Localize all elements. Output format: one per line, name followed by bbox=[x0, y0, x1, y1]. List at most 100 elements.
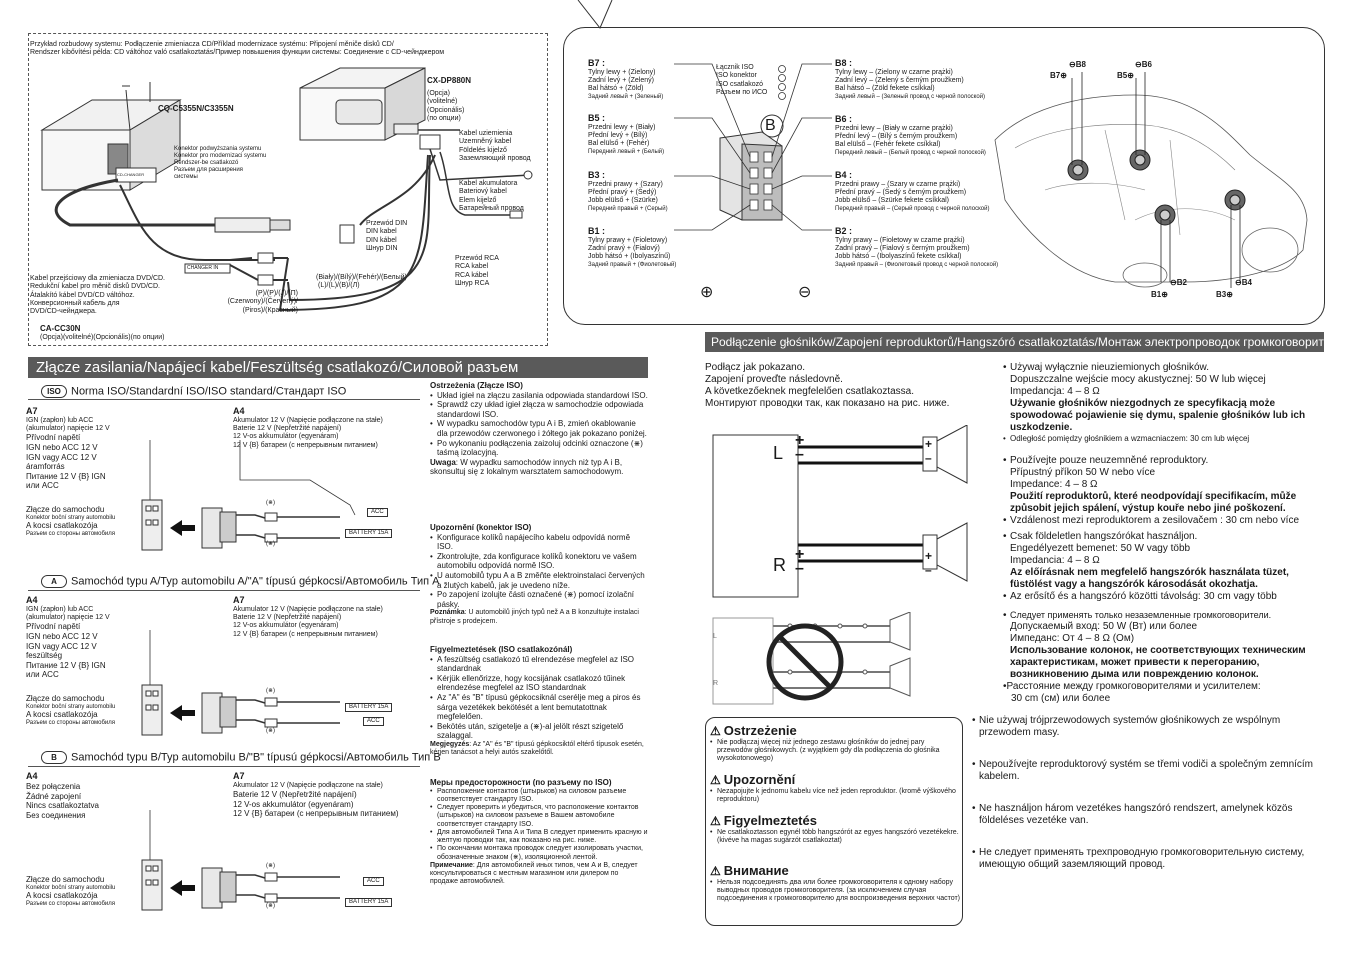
warning-czech: ⚠Upozornění Nezapojujte k jednomu kabelu… bbox=[710, 772, 960, 804]
b7-label: B7 : Tylny lewy + (Zielony) Zadní levý +… bbox=[588, 58, 664, 100]
iso-pill: ISO bbox=[41, 385, 67, 398]
warning-icon: ⚠ bbox=[710, 773, 721, 787]
b2-label: B2 : Tylny prawy – (Fioletowy w czarne p… bbox=[835, 226, 999, 268]
notes-hungarian: Figyelmeztetések (ISO csatlakozónál) A f… bbox=[430, 645, 648, 757]
callout-pointer bbox=[577, 0, 613, 29]
ground-cable-label: Kabel uziemienia Uzemněný kabel Földelés… bbox=[459, 130, 531, 162]
type-a-mark-2: (⋇) bbox=[266, 728, 276, 734]
warning-polish: ⚠Ostrzeżenie Nie podłączaj więcej niż je… bbox=[710, 723, 960, 763]
minus-icon: ⊖ bbox=[798, 284, 812, 301]
notes-polish: Ostrzeżenia (Złącze ISO) Układ igieł na … bbox=[430, 381, 648, 477]
prohibited-three-wire-diagram bbox=[712, 612, 911, 705]
speaker-connection-diagram bbox=[712, 425, 968, 598]
type-b-a7: A7 Akumulator 12 V (Napięcie podłączone … bbox=[233, 771, 399, 819]
system-expansion-box bbox=[28, 33, 548, 346]
battery-cable-label: Kabel akumulatora Bateriový kabel Elem k… bbox=[459, 180, 524, 212]
cd-changer-tag: CD-CHANGER bbox=[117, 172, 145, 177]
changer-in-tag: CHANGER IN bbox=[187, 265, 219, 271]
warning-icon: ⚠ bbox=[710, 864, 721, 878]
din-cable-label: Przewód DIN DIN kabel DIN kábel Шнур DIN bbox=[366, 220, 408, 252]
system-diagram bbox=[40, 67, 533, 312]
mini-right-label: R bbox=[713, 680, 719, 687]
type-a-a4: A4 IGN (zapłon) lub ACC (akumulator) nap… bbox=[26, 595, 110, 680]
right-channel-label: R bbox=[773, 555, 786, 575]
type-a-acc-tag: ACC bbox=[363, 717, 384, 726]
car-b1: B1⊕ bbox=[1151, 290, 1168, 299]
divider bbox=[28, 766, 420, 767]
type-a-car-connector: Złącze do samochodu Konektor boční stran… bbox=[26, 694, 116, 727]
speaker-intro: Podłącz jak pokazano. Zapojení proveďte … bbox=[705, 362, 950, 409]
upgrade-connector-label: Konektor podwyższania systemu Konektor p… bbox=[174, 146, 267, 180]
b8-label: B8 : Tylny lewy – (Zielony w czarne prąż… bbox=[835, 58, 986, 100]
power-connector-header: Złącze zasilania/Napájecí kabel/Feszülts… bbox=[28, 357, 648, 378]
type-a-battery-tag: BATTERY 15A bbox=[345, 703, 393, 712]
left-amp-polarity: +– bbox=[795, 432, 805, 463]
type-a-pill: A bbox=[41, 575, 67, 588]
type-b-a4: A4 Bez połączenia Žádné zapojení Nincs c… bbox=[26, 771, 99, 820]
left-speaker-polarity: +– bbox=[925, 437, 933, 465]
right-amp-polarity: +– bbox=[795, 546, 805, 577]
system-caption: Przykład rozbudowy systemu: Podłączenie … bbox=[30, 41, 445, 57]
iso-car-connector: Złącze do samochodu Konektor boční stran… bbox=[26, 505, 116, 538]
car-b8: ⊖B8 bbox=[1069, 60, 1086, 69]
changer-model: CX-DP880N bbox=[427, 76, 472, 85]
connector-letter: B bbox=[765, 117, 776, 134]
conversion-cable-label: Kabel przejściowy dla zmieniacza DVD/CD.… bbox=[30, 275, 165, 315]
b1-label: B1 : Tylny prawy + (Fioletowy) Zadní pra… bbox=[588, 226, 677, 268]
unit-model: CQ-C5355N/C3355N bbox=[158, 104, 234, 113]
b5-label: B5 : Przedni lewy + (Biały) Přední levý … bbox=[588, 113, 665, 155]
warning-icon: ⚠ bbox=[710, 814, 721, 828]
left-channel-label: L bbox=[773, 443, 784, 463]
car-b2: ⊖B2 bbox=[1170, 278, 1187, 287]
type-b-mark-1: (⋇) bbox=[266, 863, 276, 869]
speaker-specs-russian: Следует применять только незаземленные г… bbox=[1003, 610, 1325, 705]
red-plug-label: (P)/(P)/(J)/(П) (Czerwony)/(Červený)/ (P… bbox=[227, 290, 298, 314]
conversion-cable-option: (Opcja)(volitelné)(Opcionális)(по опции) bbox=[40, 334, 165, 341]
car-speaker-drawing bbox=[994, 72, 1308, 288]
speaker-wiring-box bbox=[563, 27, 1325, 325]
car-b6: ⊖B6 bbox=[1135, 60, 1152, 69]
b4-label: B4 : Przedni prawy – (Szary w czarne prą… bbox=[835, 170, 990, 212]
iso-mark-2: (⋇) bbox=[266, 541, 276, 547]
iso-a7: A7 IGN (zapłon) lub ACC (akumulator) nap… bbox=[26, 406, 110, 491]
warning-box bbox=[705, 717, 963, 926]
type-b-car-connector: Złącze do samochodu Konektor boční stran… bbox=[26, 875, 116, 908]
warning-russian: ⚠Внимание Нельзя подсоединять два или бо… bbox=[710, 863, 960, 903]
type-b-pill: B bbox=[41, 751, 67, 764]
iso-connector-label: Łącznik ISO ISO konektor ISO csatlakozó … bbox=[716, 64, 768, 96]
car-b3: B3⊕ bbox=[1216, 290, 1233, 299]
warning-icon: ⚠ bbox=[710, 724, 721, 738]
car-b5: B5⊕ bbox=[1117, 71, 1134, 80]
notes-russian: Меры предосторожности (по разъему по ISO… bbox=[430, 778, 648, 887]
type-a-a7: A7 Akumulator 12 V (Napięcie podłączone … bbox=[233, 595, 383, 638]
plus-icon: ⊕ bbox=[700, 284, 714, 301]
iso-battery-tag: BATTERY 15A bbox=[345, 529, 393, 538]
type-a-mark-1: (⋇) bbox=[266, 688, 276, 694]
power-connector-drawings bbox=[141, 440, 356, 911]
conversion-cable-model: CA-CC30N bbox=[40, 324, 81, 333]
car-b4: ⊖B4 bbox=[1235, 278, 1252, 287]
type-b-mark-2: (⋇) bbox=[266, 903, 276, 909]
iso-connector-drawing bbox=[674, 63, 832, 231]
b3-label: B3 : Przedni prawy + (Szary) Přední prav… bbox=[588, 170, 668, 212]
three-wire-warnings: Nie używaj trójprzewodowych systemów gło… bbox=[972, 715, 1324, 871]
car-b7: B7⊕ bbox=[1050, 71, 1067, 80]
divider bbox=[28, 399, 420, 400]
iso-a4: A4 Akumulator 12 V (Napięcie podłączone … bbox=[233, 406, 383, 449]
changer-option: (Opcja) (volitelné) (Opcionális) (по опц… bbox=[427, 90, 465, 122]
iso-mark-1: (⋇) bbox=[266, 500, 276, 506]
notes-czech: Upozornění (konektor ISO) Konfigurace ko… bbox=[430, 523, 648, 626]
type-b-acc-tag: ACC bbox=[363, 877, 384, 886]
speaker-specs-czech: Používejte pouze neuzemněné reproduktory… bbox=[1003, 455, 1325, 527]
divider bbox=[28, 590, 420, 591]
mini-left-label: L bbox=[713, 633, 717, 640]
type-b-battery-tag: BATTERY 15A bbox=[345, 898, 393, 907]
iso-acc-tag: ACC bbox=[367, 508, 388, 517]
white-plug-label: (Biały)/(Bílý)/(Fehér)/(Белый) (L)/(L)/(… bbox=[316, 274, 407, 290]
speaker-specs-hungarian: Csak földeletlen hangszórókat használjon… bbox=[1003, 531, 1325, 603]
speaker-connection-header: Podłączenie głośników/Zapojení reprodukt… bbox=[705, 332, 1324, 352]
rca-cable-label: Przewód RCA RCA kabel RCA kábel Шнур RCA bbox=[455, 255, 499, 287]
